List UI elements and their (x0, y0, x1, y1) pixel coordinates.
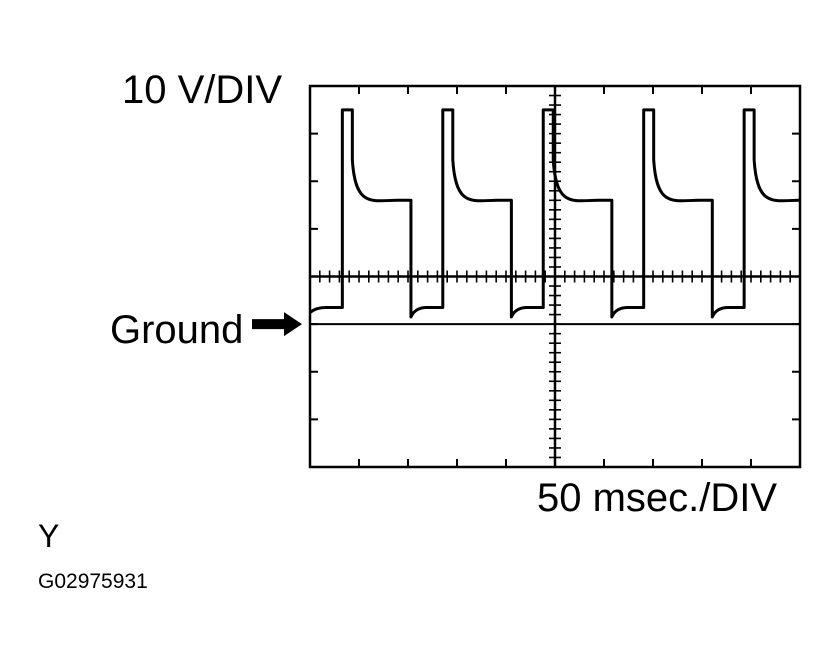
figure-code: G02975931 (38, 570, 148, 593)
voltage-scale-label: 10 V/DIV (122, 68, 283, 112)
oscilloscope-grid (308, 84, 802, 469)
figure-letter: Y (38, 518, 60, 554)
ground-arrow-icon (252, 312, 302, 337)
time-scale-label: 50 msec./DIV (537, 476, 778, 520)
voltage-waveform-trace (309, 108, 801, 319)
ground-label: Ground (110, 308, 244, 352)
